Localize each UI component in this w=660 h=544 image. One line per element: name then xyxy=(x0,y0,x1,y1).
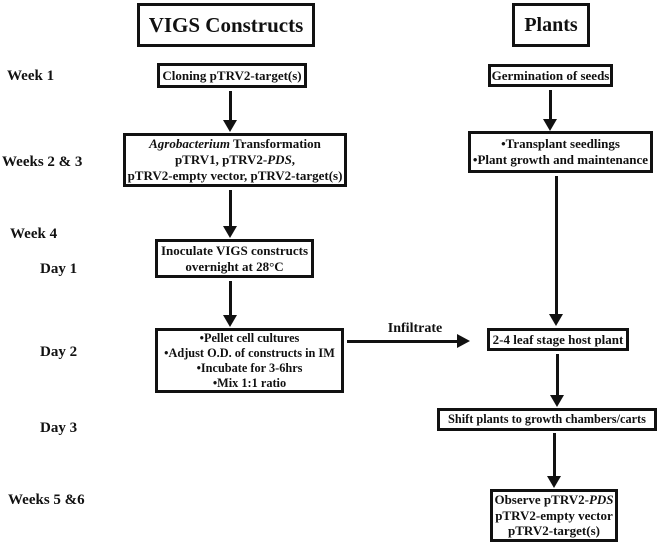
inoculate-box: Inoculate VIGS constructs overnight at 2… xyxy=(155,239,314,278)
day2-line2: •Adjust O.D. of constructs in IM xyxy=(164,345,335,360)
arrow-infiltrate xyxy=(347,334,470,348)
shift-plants-label: Shift plants to growth chambers/carts xyxy=(448,412,646,426)
infiltrate-label: Infiltrate xyxy=(387,321,443,336)
transplant-line2: •Plant growth and maintenance xyxy=(472,152,649,167)
cloning-box: Cloning pTRV2-target(s) xyxy=(157,63,307,88)
day2-line3: •Incubate for 3-6hrs xyxy=(196,360,303,375)
agrobacterium-italic: Agrobacterium xyxy=(149,136,230,152)
arrow-transformation-to-inoculate xyxy=(223,190,237,238)
arrow-shift-to-observe xyxy=(547,433,561,488)
observe-line2: pTRV2-empty vector xyxy=(495,507,613,523)
host-plant-label: 2-4 leaf stage host plant xyxy=(492,331,624,347)
timeline-label-day2: Day 2 xyxy=(40,344,78,360)
timeline-label-weeks5-6: Weeks 5 &6 xyxy=(8,492,85,508)
arrow-transplant-to-host-plant xyxy=(549,176,563,326)
arrow-cloning-to-transformation xyxy=(223,91,237,132)
cloning-label: Cloning pTRV2-target(s) xyxy=(162,67,302,83)
day2-line1: •Pellet cell cultures xyxy=(199,330,300,345)
inoculate-line2: overnight at 28°C xyxy=(185,258,284,274)
timeline-label-day1: Day 1 xyxy=(40,261,78,277)
timeline-label-week4: Week 4 xyxy=(10,226,58,242)
arrow-inoculate-to-day2 xyxy=(223,281,237,327)
observe-line3: pTRV2-target(s) xyxy=(508,523,600,539)
timeline-label-week1: Week 1 xyxy=(7,68,55,84)
germination-label: Germination of seeds xyxy=(491,67,610,83)
observe-line1: Observe pTRV2-PDS xyxy=(494,491,614,507)
timeline-label-weeks2-3: Weeks 2 & 3 xyxy=(2,154,83,170)
arrow-germination-to-transplant xyxy=(543,90,557,131)
transformation-line2: pTRV1, pTRV2-PDS, xyxy=(174,152,296,168)
transformation-line1: Agrobacterium Transformation xyxy=(149,136,321,152)
arrow-host-plant-to-shift xyxy=(550,354,564,407)
transplant-line1: •Transplant seedlings xyxy=(501,136,620,152)
day2-line4: •Mix 1:1 ratio xyxy=(212,375,287,390)
pds-italic: PDS xyxy=(267,152,292,168)
observe-pds-italic: PDS xyxy=(588,491,614,507)
shift-plants-box: Shift plants to growth chambers/carts xyxy=(437,408,657,431)
host-plant-box: 2-4 leaf stage host plant xyxy=(487,328,629,351)
transformation-line3: pTRV2-empty vector, pTRV2-target(s) xyxy=(127,167,343,183)
inoculate-line1: Inoculate VIGS constructs xyxy=(160,242,309,258)
transplant-box: •Transplant seedlings •Plant growth and … xyxy=(468,131,653,173)
timeline-label-day3: Day 3 xyxy=(40,420,78,436)
day2-steps-box: •Pellet cell cultures •Adjust O.D. of co… xyxy=(155,328,344,393)
vigs-constructs-header-label: VIGS Constructs xyxy=(148,12,304,37)
vigs-constructs-header-box: VIGS Constructs xyxy=(137,3,315,47)
observe-box: Observe pTRV2-PDS pTRV2-empty vector pTR… xyxy=(490,489,618,542)
plants-header-box: Plants xyxy=(512,3,590,47)
plants-header-label: Plants xyxy=(524,13,578,36)
transformation-box: Agrobacterium Transformation pTRV1, pTRV… xyxy=(123,133,347,187)
germination-box: Germination of seeds xyxy=(488,64,613,87)
